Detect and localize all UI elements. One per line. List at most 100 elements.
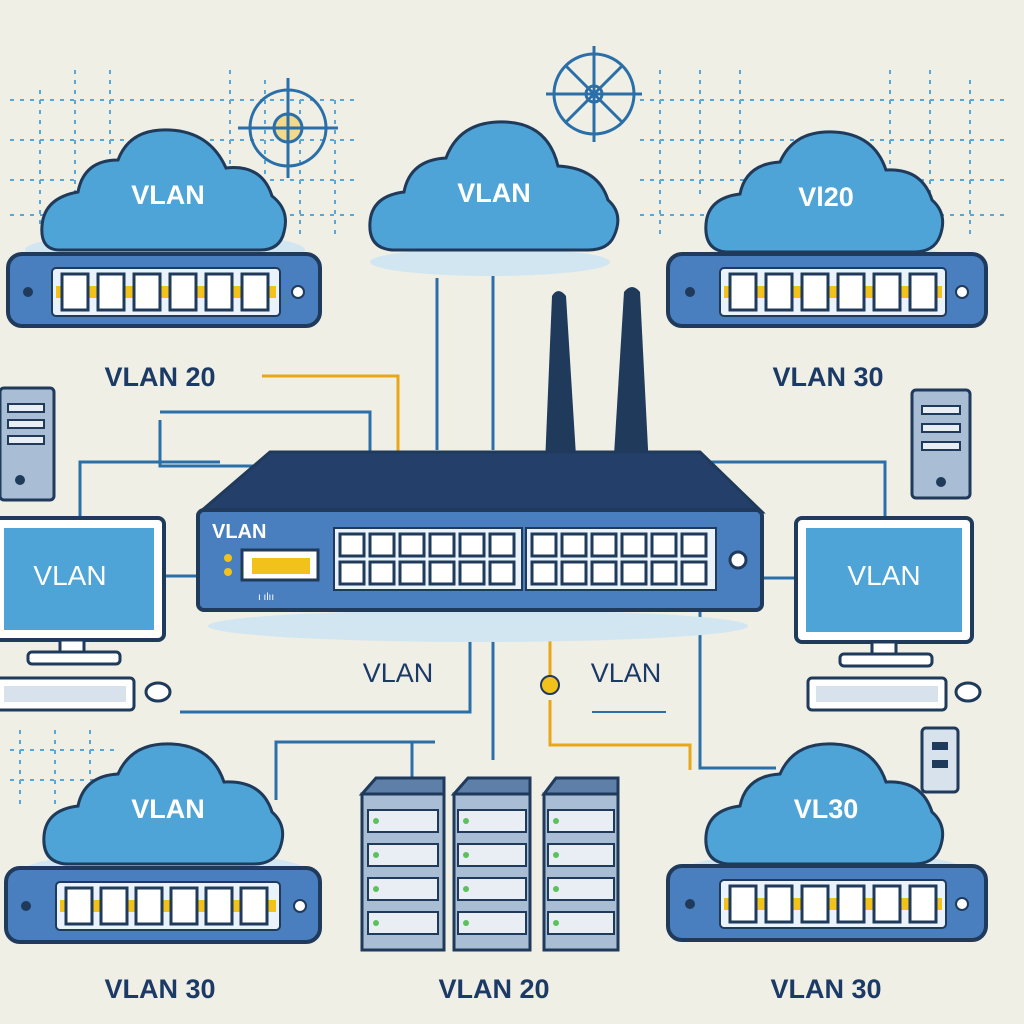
server-drive-bay (457, 911, 527, 935)
ethernet-port-icon (560, 532, 588, 558)
server-drive-bay (547, 877, 615, 901)
cloud-top-left: VLAN (25, 128, 305, 268)
ethernet-port-icon (428, 560, 456, 586)
server-drive-bay (457, 877, 527, 901)
status-led-icon (553, 920, 559, 926)
monitor-label: VLAN (847, 560, 920, 591)
cloud-label: VLAN (131, 180, 205, 210)
ethernet-port-icon (908, 272, 938, 312)
server-drive-bay (367, 911, 439, 935)
cloud-label: VL30 (794, 794, 859, 824)
switch-label: VLAN 30 (772, 362, 883, 392)
ethernet-port-icon (836, 884, 866, 924)
ethernet-port-icon (488, 532, 516, 558)
status-led-icon (373, 920, 379, 926)
status-led-icon (553, 886, 559, 892)
ethernet-port-icon (99, 886, 129, 926)
ethernet-port-icon (728, 884, 758, 924)
ethernet-port-icon (169, 886, 199, 926)
status-led-icon (373, 886, 379, 892)
ethernet-port-icon (836, 272, 866, 312)
server-drive-bay (547, 809, 615, 833)
target-icon (546, 46, 642, 142)
server-drive-bay (367, 843, 439, 867)
ethernet-port-icon (872, 272, 902, 312)
switch-label: VLAN 20 (104, 362, 215, 392)
ethernet-port-icon (60, 272, 90, 312)
cloud-label: Vl20 (798, 182, 854, 212)
monitor-right: VLAN (794, 516, 974, 668)
link-label: VLAN (363, 658, 434, 688)
status-led-icon (553, 852, 559, 858)
tower-pc-left (0, 386, 56, 502)
ethernet-port-icon (560, 560, 588, 586)
ethernet-port-icon (338, 532, 366, 558)
cloud-label: VLAN (131, 794, 205, 824)
ethernet-port-icon (590, 532, 618, 558)
server-drive-bay (457, 843, 527, 867)
status-led-icon (463, 886, 469, 892)
ethernet-port-icon (872, 884, 902, 924)
ethernet-port-icon (530, 560, 558, 586)
ethernet-port-icon (239, 886, 269, 926)
switch-top-left (6, 252, 322, 328)
ethernet-port-icon (620, 560, 648, 586)
ethernet-port-icon (368, 532, 396, 558)
router-sub-label: ı ılıı (258, 592, 274, 603)
mouse-icon (954, 681, 982, 703)
cloud-label: VLAN (457, 178, 531, 208)
ethernet-port-icon (590, 560, 618, 586)
ethernet-port-icon (650, 532, 678, 558)
status-led-icon (463, 852, 469, 858)
ethernet-port-icon (204, 886, 234, 926)
ethernet-port-icon (458, 560, 486, 586)
wall-jack-icon (920, 726, 960, 794)
server-drive-bay (367, 809, 439, 833)
ethernet-port-icon (458, 532, 486, 558)
tower-pc-right (910, 388, 972, 500)
ethernet-port-icon (64, 886, 94, 926)
ethernet-port-icon (488, 560, 516, 586)
ethernet-port-icon (764, 884, 794, 924)
ethernet-port-icon (240, 272, 270, 312)
ethernet-port-icon (908, 884, 938, 924)
monitor-left: VLAN (0, 516, 166, 666)
ethernet-port-icon (428, 532, 456, 558)
switch-label: VLAN 30 (104, 974, 215, 1004)
server-drive-bay (367, 877, 439, 901)
ethernet-port-icon (680, 532, 708, 558)
ethernet-port-icon (800, 884, 830, 924)
server-drive-bay (547, 911, 615, 935)
mouse-icon (144, 681, 172, 703)
ethernet-port-icon (338, 560, 366, 586)
ethernet-port-icon (398, 560, 426, 586)
ethernet-port-icon (800, 272, 830, 312)
status-led-icon (463, 818, 469, 824)
port-group (60, 272, 938, 935)
ethernet-port-icon (650, 560, 678, 586)
router-label: VLAN (212, 521, 266, 543)
ethernet-port-icon (764, 272, 794, 312)
ethernet-port-icon (530, 532, 558, 558)
keyboard-icon (806, 676, 948, 712)
ethernet-port-icon (204, 272, 234, 312)
ethernet-port-icon (132, 272, 162, 312)
antenna-icon (544, 291, 578, 488)
ethernet-port-icon (620, 532, 648, 558)
central-router: VLAN ı ılıı (195, 287, 766, 642)
switch-label: VLAN 30 (770, 974, 881, 1004)
status-led-icon (373, 818, 379, 824)
ethernet-port-icon (96, 272, 126, 312)
switch-label: VLAN 20 (438, 974, 549, 1004)
ethernet-port-icon (368, 560, 396, 586)
cloud-top-center: VLAN (368, 120, 620, 276)
link-label: VLAN (591, 658, 662, 688)
target-icon (238, 78, 338, 178)
status-led-icon (463, 920, 469, 926)
monitor-label: VLAN (33, 560, 106, 591)
server-drive-bay (457, 809, 527, 833)
keyboard-icon (0, 676, 136, 712)
server-drive-bay (547, 843, 615, 867)
status-led-icon (373, 852, 379, 858)
